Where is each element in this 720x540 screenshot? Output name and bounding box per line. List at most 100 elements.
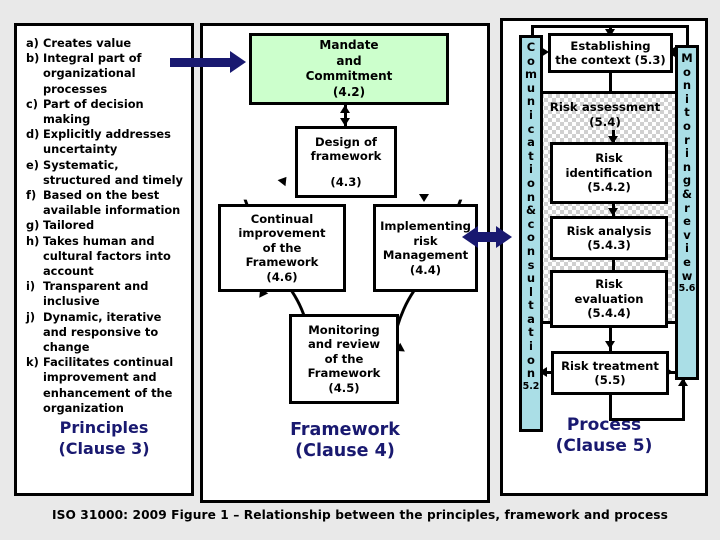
line-top-right-drop <box>686 25 689 51</box>
risk-analysis-text: Risk analysis <box>566 223 652 238</box>
process-box-risk-evaluation[interactable]: Risk evaluation (5.4.4) <box>550 270 668 328</box>
principle-item: j)Dynamic, iterative and responsive to c… <box>26 310 185 356</box>
principle-marker: b) <box>26 51 40 66</box>
vertical-char: u <box>526 271 536 286</box>
principle-marker: d) <box>26 127 40 142</box>
framework-box-monitoring-review[interactable]: Monitoring and review of the Framework (… <box>289 314 399 404</box>
continual-text: Continual improvement of the Framework <box>238 211 326 270</box>
vertical-char: i <box>685 146 689 161</box>
vertical-clause: 5.2 <box>522 380 540 392</box>
vertical-char: o <box>527 230 535 245</box>
framework-box-mandate[interactable]: Mandate and Commitment (4.2) <box>249 33 449 105</box>
vertical-char: r <box>684 200 690 215</box>
vertical-char: o <box>527 352 535 367</box>
risk-assessment-text: Risk assessment <box>549 100 661 114</box>
risk-evaluation-text: Risk evaluation <box>574 277 644 306</box>
blue-double-arrow-head-left <box>462 226 478 248</box>
line-context-to-assessment <box>609 73 612 91</box>
vertical-char: M <box>681 51 693 65</box>
framework-box-continual-improvement[interactable]: Continual improvement of the Framework (… <box>218 204 346 292</box>
vertical-char: i <box>685 241 689 256</box>
risk-evaluation-clause: (5.4.4) <box>587 306 631 321</box>
principle-text: Dynamic, iterative and responsive to cha… <box>43 309 162 355</box>
vertical-char: n <box>682 78 692 93</box>
blue-double-arrow-shaft <box>474 232 496 242</box>
continual-clause: (4.6) <box>266 269 298 284</box>
vertical-char: e <box>683 254 691 269</box>
arrowhead-design-to-mandate <box>340 105 350 113</box>
principle-marker: c) <box>26 96 38 111</box>
principle-item: f)Based on the best available informatio… <box>26 188 185 218</box>
design-clause: (4.3) <box>330 174 362 189</box>
framework-box-implementing-risk-management[interactable]: Implementing risk Management (4.4) <box>373 204 478 292</box>
vertical-char: c <box>527 216 535 231</box>
blue-arrow-head-right <box>230 51 246 73</box>
process-box-risk-treatment[interactable]: Risk treatment (5.5) <box>551 351 669 395</box>
figure-caption: ISO 31000: 2009 Figure 1 – Relationship … <box>51 508 669 522</box>
risk-treatment-text: Risk treatment <box>561 358 659 373</box>
vertical-char: a <box>527 311 535 326</box>
principle-item: g)Tailored <box>26 218 185 233</box>
vertical-char: i <box>529 162 533 177</box>
arrowhead-feedback-to-mon <box>678 378 688 386</box>
vertical-char: o <box>683 118 691 133</box>
principle-marker: h) <box>26 233 40 248</box>
vertical-char: o <box>683 64 691 79</box>
risk-assessment-clause: (5.4) <box>589 114 621 129</box>
line-treatment-feedback-across <box>609 418 685 421</box>
principle-marker: g) <box>26 218 40 233</box>
vertical-char: t <box>528 298 534 313</box>
principle-text: Creates value <box>43 36 132 50</box>
vertical-char: n <box>526 366 536 381</box>
vertical-char: m <box>525 67 537 82</box>
vertical-char: o <box>527 175 535 190</box>
vertical-char: r <box>684 132 690 147</box>
principles-title-line2: (Clause 3) <box>58 439 150 458</box>
blue-arrow-shaft <box>170 58 230 67</box>
blue-double-arrow-head-right <box>496 226 512 248</box>
vertical-char: u <box>526 80 536 95</box>
mandate-clause: (4.2) <box>332 84 366 99</box>
vertical-clause: (5.6) <box>675 283 699 295</box>
process-box-risk-analysis[interactable]: Risk analysis (5.4.3) <box>550 216 668 260</box>
principle-item: b)Integral part of organizational proces… <box>26 51 185 97</box>
arrowhead-comm-to-context <box>541 47 549 57</box>
arrowhead-treatment-to-mon <box>665 367 673 377</box>
principle-item: d)Explicitly addresses uncertainty <box>26 127 185 157</box>
principle-text: Facilitates continual improvement and en… <box>43 355 174 415</box>
design-text: Design of framework <box>310 134 382 164</box>
mandate-text: Mandate and Commitment <box>305 38 393 83</box>
principle-text: Integral part of organizational processe… <box>43 51 142 96</box>
risk-identification-clause: (5.4.2) <box>587 180 631 195</box>
arrowhead-design-to-implementing <box>419 194 429 202</box>
vertical-char: n <box>682 159 692 174</box>
vertical-char: n <box>526 189 536 204</box>
vertical-char: g <box>682 173 692 188</box>
vertical-char: s <box>527 257 535 272</box>
arrowhead-to-risk-identification <box>608 136 618 144</box>
principle-marker: f) <box>26 188 37 203</box>
process-box-risk-identification[interactable]: Risk identification (5.4.2) <box>550 142 668 204</box>
vertical-char: c <box>527 121 535 136</box>
process-box-establishing-context[interactable]: Establishing the context (5.3) <box>548 33 673 73</box>
framework-box-design[interactable]: Design of framework (4.3) <box>295 126 397 198</box>
vertical-char: n <box>526 243 536 258</box>
principles-title: Principles (Clause 3) <box>17 417 191 459</box>
framework-title: Framework (Clause 4) <box>203 420 487 462</box>
principle-text: Takes human and cultural factors into ac… <box>43 233 171 279</box>
arrowhead-treatment-to-comm <box>539 367 547 377</box>
principle-item: i)Transparent and inclusive <box>26 279 185 309</box>
principle-marker: e) <box>26 157 39 172</box>
implement-text: Implementing risk Management <box>380 219 471 262</box>
line-treatment-feedback-down <box>609 395 612 421</box>
framework-title-line2: (Clause 4) <box>295 441 395 461</box>
vertical-char: i <box>529 339 533 354</box>
arrowhead-mandate-to-design <box>340 118 350 126</box>
risk-treatment-clause: (5.5) <box>594 373 626 387</box>
principle-item: h)Takes human and cultural factors into … <box>26 234 185 280</box>
